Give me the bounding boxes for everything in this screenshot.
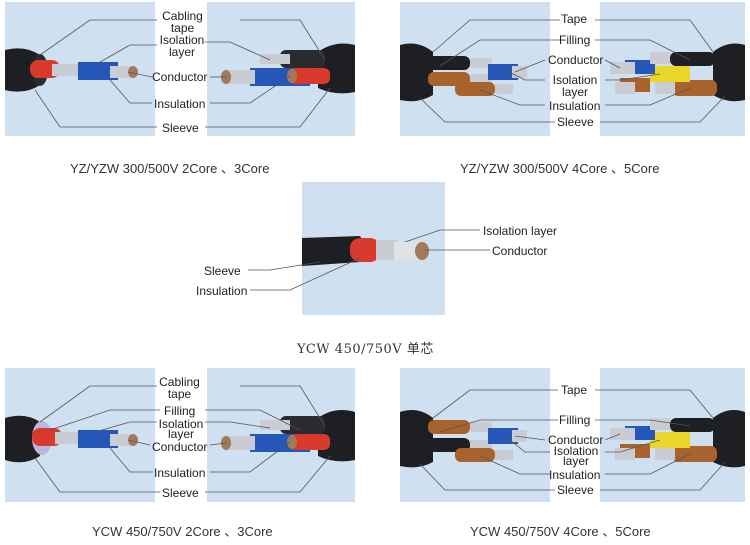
label-filling: Filling	[559, 413, 591, 427]
caption-yz-2-3-core: YZ/YZW 300/500V 2Core 、3Core	[70, 161, 270, 176]
label-sleeve: Sleeve	[162, 121, 199, 135]
label-conductor: Conductor	[152, 70, 208, 84]
label-cabling-tape: Cabling tape	[159, 375, 200, 401]
caption-ycw-single-core: YCW 450/750V 单芯	[297, 342, 434, 357]
label-insulation: Insulation	[154, 97, 206, 111]
label-insulation: Insulation	[196, 284, 248, 298]
label-conductor: Conductor	[152, 440, 208, 454]
label-sleeve: Sleeve	[557, 483, 594, 497]
label-isolation-layer: Isolation layer	[483, 224, 558, 238]
caption-ycw-4-5-core: YCW 450/750V 4Core 、5Core	[470, 524, 651, 539]
label-tape: Tape	[561, 383, 588, 397]
label-sleeve: Sleeve	[162, 486, 199, 500]
label-isolation-layer: Isolation layer	[158, 417, 204, 441]
label-isolation-layer: Isolation layer	[553, 444, 599, 468]
label-filling: Filling	[164, 404, 196, 418]
label-isolation-layer: Isolation layer	[552, 73, 598, 99]
caption-yz-4-5-core: YZ/YZW 300/500V 4Core 、5Core	[460, 161, 660, 176]
label-sleeve: Sleeve	[557, 115, 594, 129]
label-isolation-layer: Isolation layer	[159, 33, 205, 59]
label-cabling-tape: Cabling tape	[162, 9, 203, 35]
label-sleeve: Sleeve	[204, 264, 241, 278]
caption-ycw-2-3-core: YCW 450/750V 2Core 、3Core	[92, 524, 273, 539]
label-tape: Tape	[561, 12, 588, 26]
label-insulation: Insulation	[154, 466, 206, 480]
label-insulation: Insulation	[549, 99, 601, 113]
label-insulation: Insulation	[549, 468, 601, 482]
label-filling: Filling	[559, 33, 591, 47]
label-conductor: Conductor	[548, 53, 604, 67]
label-conductor: Conductor	[548, 433, 604, 447]
label-conductor: Conductor	[492, 244, 548, 258]
